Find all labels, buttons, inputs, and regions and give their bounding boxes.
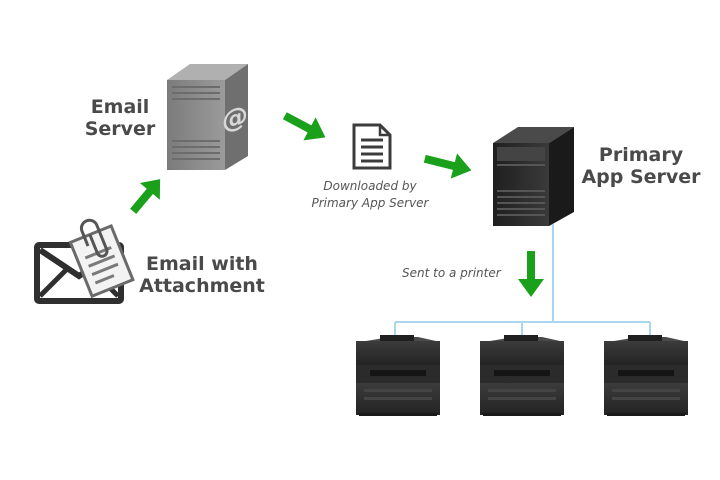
arrow-attachment-to-server	[130, 179, 161, 214]
email-server-label-line1: Email	[90, 96, 150, 118]
email-server-label-line2: Server	[84, 118, 156, 140]
app-server-icon	[493, 127, 574, 226]
email-attachment-label-line1: Email with	[146, 253, 258, 275]
arrow-server-to-document	[282, 112, 326, 141]
printer-caption: Sent to a printer	[402, 266, 501, 280]
attachment-icon	[68, 218, 135, 299]
printer-icon	[480, 335, 564, 416]
email-attachment-label: Email with Attachment	[138, 253, 266, 297]
email-server-icon: @	[167, 64, 248, 170]
printer-icon	[356, 335, 440, 416]
downloaded-caption-line1: Downloaded by	[323, 179, 417, 193]
app-server-label-line1: Primary	[598, 144, 684, 166]
email-attachment-label-line2: Attachment	[139, 275, 265, 297]
downloaded-caption: Downloaded by Primary App Server	[306, 178, 434, 212]
document-icon	[352, 123, 392, 170]
at-symbol: @	[222, 99, 248, 137]
downloaded-caption-line2: Primary App Server	[311, 196, 429, 210]
arrow-document-to-app-server	[423, 153, 472, 179]
app-server-label: Primary App Server	[580, 144, 702, 188]
email-server-label: Email Server	[74, 96, 166, 140]
arrow-app-server-to-printer	[518, 251, 544, 297]
printer-icon	[604, 335, 688, 416]
app-server-label-line2: App Server	[581, 166, 701, 188]
